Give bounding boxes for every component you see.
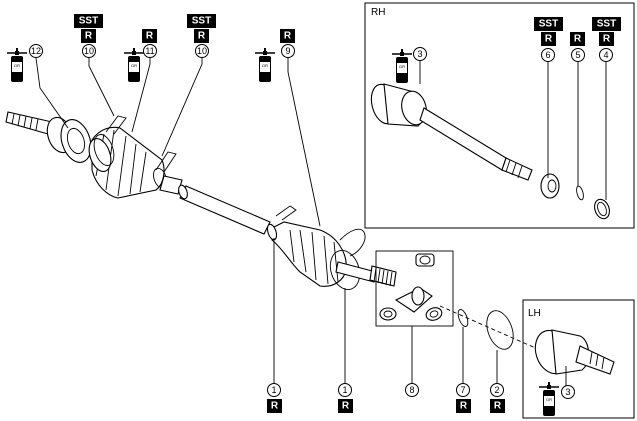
svg-text:R: R [545,34,553,45]
callout-1b: 1 [338,383,352,397]
rh-clip-4 [594,198,610,220]
callout-10a: 10 [82,44,96,58]
r-badge-4: R [599,32,614,46]
r-badge-7: R [456,399,471,413]
svg-text:6: 6 [545,50,550,60]
svg-text:R: R [342,401,350,412]
rh-panel [364,2,635,229]
callout-rh-3: 3 [413,47,427,61]
svg-text:3: 3 [565,387,570,397]
svg-text:1: 1 [271,385,276,395]
svg-text:SST: SST [539,19,558,30]
svg-text:7: 7 [460,385,465,395]
svg-text:R: R [271,401,279,412]
svg-text:R: R [494,401,502,412]
callout-lh-3: 3 [561,385,575,399]
rh-inner-joint [370,83,533,181]
rh-panel-title: RH [371,7,385,18]
r-badge-9: R [280,29,295,43]
grease-tube-icon-11 [123,47,145,83]
svg-text:R: R [603,34,611,45]
clip-2 [486,310,514,350]
svg-text:R: R [460,401,468,412]
svg-text:3: 3 [417,49,422,59]
svg-text:R: R [284,31,292,42]
svg-text:R: R [198,31,206,42]
svg-text:9: 9 [285,46,290,56]
lh-panel-title: LH [528,308,541,319]
r-badge-10a: R [81,29,96,43]
rh-snap-ring-5 [576,185,584,201]
boot-band-10a [93,115,127,166]
callout-11: 11 [143,44,157,58]
shaft-spline [335,261,397,287]
r-badge-5: R [570,32,585,46]
lh-inner-joint [534,329,615,375]
r-badge-11: R [142,29,157,43]
svg-text:4: 4 [603,50,608,60]
callout-12: 12 [29,44,43,58]
callout-9: 9 [281,44,295,58]
r-badge-2: R [490,399,505,413]
svg-text:8: 8 [409,385,414,395]
callout-5: 5 [571,48,585,62]
sst-badge-10b: SST [187,14,216,28]
sst-badge-6: SST [534,17,563,31]
r-badge-1b: R [338,399,353,413]
shaft [159,175,271,235]
svg-text:11: 11 [145,46,154,56]
sst-badge-4: SST [592,17,621,31]
callout-2: 2 [490,383,504,397]
callout-8: 8 [405,383,419,397]
r-badge-6: R [541,32,556,46]
svg-text:R: R [85,31,93,42]
grease-tube-icon-9 [254,47,276,83]
svg-text:10: 10 [197,46,207,56]
sst-badge-10a: SST [74,14,103,28]
svg-text:R: R [574,34,582,45]
callout-6: 6 [541,48,555,62]
alignment-dashed-line [439,305,541,351]
grease-tube-icon-lh-3 [538,381,560,417]
snap-ring-7 [457,308,469,328]
tripod-joint-set [375,250,454,327]
callout-7: 7 [456,383,470,397]
leader-lines [35,56,607,392]
svg-text:2: 2 [494,385,499,395]
callout-4: 4 [599,48,613,62]
svg-text:10: 10 [84,46,94,56]
rh-seal-6 [540,173,560,199]
boot-band-9 [329,228,366,290]
svg-text:5: 5 [575,50,580,60]
svg-text:R: R [146,31,154,42]
grease-tube-icon-12 [6,47,28,83]
callout-1a: 1 [267,383,281,397]
svg-text:12: 12 [31,46,41,56]
inner-boot [266,205,347,287]
svg-text:1: 1 [342,385,347,395]
lh-panel [522,299,635,419]
svg-text:SST: SST [79,16,98,27]
grease-tube-icon-rh-3 [391,48,413,84]
r-badge-1a: R [267,399,282,413]
outer-boot [88,126,165,199]
outer-joint-shaft [5,111,92,163]
callout-10b: 10 [195,44,209,58]
r-badge-10b: R [194,29,209,43]
svg-text:SST: SST [597,19,616,30]
svg-text:SST: SST [192,16,211,27]
